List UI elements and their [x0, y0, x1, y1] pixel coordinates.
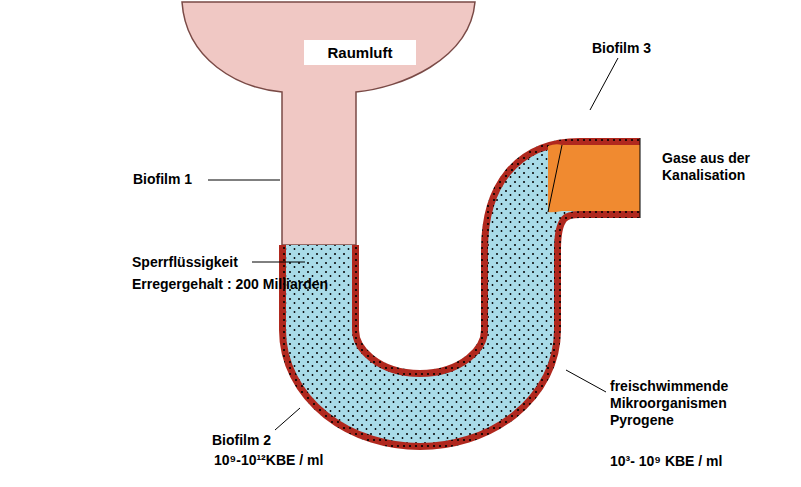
part-label: Biofilm 2: [212, 432, 271, 449]
leader-line: [590, 58, 618, 110]
part-label: freischwimmende Mikroorganismen Pyrogene: [610, 378, 740, 428]
leader-line: [275, 408, 300, 430]
leader-line: [252, 262, 305, 263]
basin: [182, 2, 475, 245]
part-label: Biofilm 1: [133, 171, 192, 188]
leader-line: [566, 370, 606, 392]
sewer-gas: [562, 145, 640, 211]
value-text: 10⁹-10¹²KBE / ml: [214, 452, 323, 469]
sewer-gas: [548, 144, 562, 212]
note-text: Erregergehalt : 200 Milliarden: [132, 276, 328, 293]
leader-line: [208, 180, 280, 181]
barrier-liquid: [319, 178, 640, 410]
part-label: Biofilm 3: [592, 40, 651, 57]
outlet-end: [640, 138, 641, 218]
biofilm-wall: [319, 178, 640, 410]
gas-water-line: [548, 145, 562, 212]
box-text: Raumluft: [314, 44, 406, 61]
part-label: Gase aus der Kanalisation: [662, 150, 772, 184]
part-label: Sperrflüssigkeit: [132, 254, 238, 271]
label-box: Raumluft: [304, 40, 416, 65]
value-text: 10³- 10⁹ KBE / ml: [610, 453, 722, 470]
